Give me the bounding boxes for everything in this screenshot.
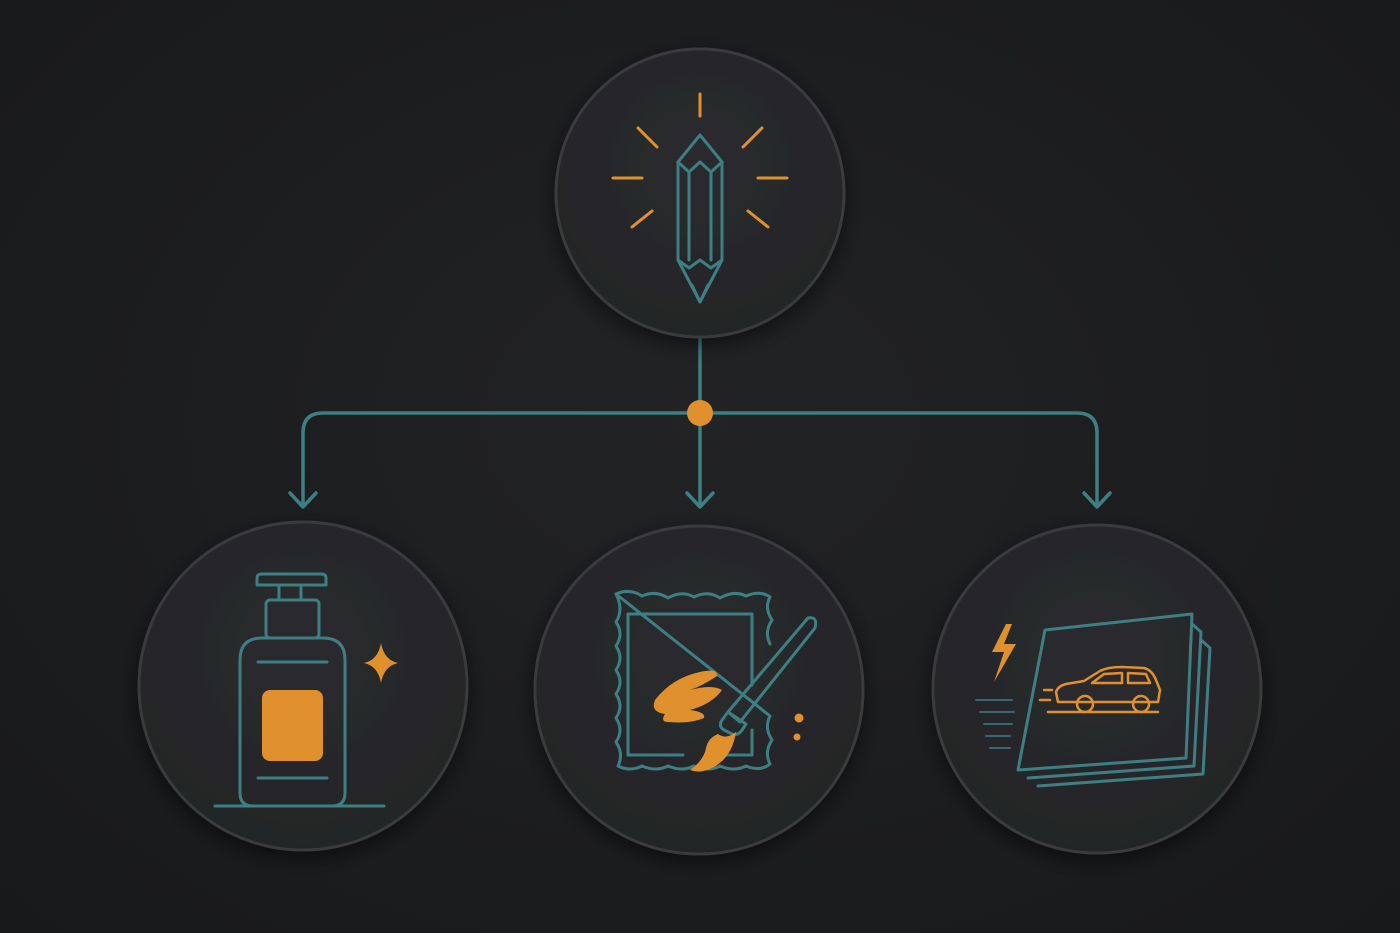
root-node[interactable] (554, 47, 846, 339)
connector-lines (288, 334, 1112, 509)
lotion-bottle-icon (213, 572, 398, 808)
child-node-lotion[interactable] (137, 520, 469, 852)
paint-drop-large (794, 713, 804, 723)
car-icon (1038, 665, 1162, 714)
branch-right-line (698, 411, 1099, 507)
paint-stroke (653, 670, 722, 723)
brush-bristles (690, 732, 736, 772)
car-photo-stack-icon (975, 612, 1212, 788)
child-node-automotive[interactable] (931, 523, 1263, 855)
lightning-bolt-icon (992, 624, 1016, 682)
child-node-art[interactable] (533, 524, 865, 856)
paintbrush-handle (726, 616, 818, 724)
arrowhead-left-icon (288, 491, 318, 509)
framed-painting-brush-icon (614, 589, 818, 772)
sparkle-icon (364, 643, 398, 683)
branch-left-line (301, 411, 702, 507)
junction-dot (687, 400, 713, 426)
arrowhead-right-icon (1082, 491, 1112, 509)
arrowhead-center-icon (685, 491, 715, 509)
bottle-label (262, 690, 323, 761)
ornate-frame (614, 589, 774, 771)
pencil-idea-icon (611, 92, 789, 304)
paint-drop-small (793, 733, 801, 741)
